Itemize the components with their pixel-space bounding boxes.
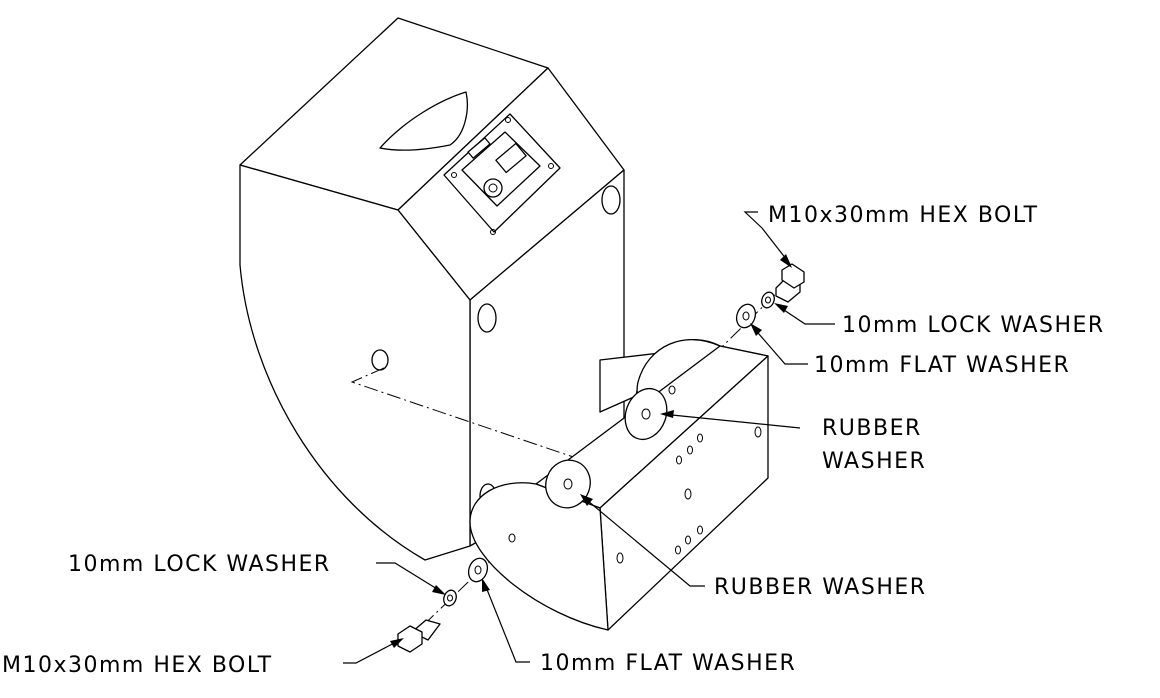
callout-top-lock-washer: 10mm LOCK WASHER [842, 313, 1105, 338]
arrowhead-icon [774, 303, 788, 313]
hex-bolt-bottom [397, 619, 441, 653]
lock-washer-top [761, 291, 775, 309]
rubber-washer-bottom [545, 459, 591, 509]
bracket-front-flange [469, 482, 609, 631]
bracket-holes [616, 426, 762, 564]
connector-panel [443, 113, 561, 235]
callout-top-hex-bolt: M10x30mm HEX BOLT [768, 203, 1039, 228]
arrowhead-icon [580, 494, 593, 506]
flat-washer-top [735, 303, 757, 329]
side-boss-upper [601, 185, 621, 215]
hex-bolt-top [775, 263, 805, 303]
cabinet-mount-hole [371, 349, 389, 371]
leader-lines [343, 211, 835, 664]
back-flange-hole [668, 385, 676, 395]
arrowhead-icon [660, 410, 674, 418]
arrowhead-icon [482, 578, 490, 592]
front-flange-hole [508, 533, 516, 543]
lock-washer-bottom [443, 589, 457, 607]
handle-recess [379, 91, 468, 151]
callout-bottom-hex-bolt: M10x30mm HEX BOLT [2, 653, 273, 678]
arrowhead-icon [432, 585, 446, 595]
callout-top-flat-washer: 10mm FLAT WASHER [814, 353, 1070, 378]
arrowhead-icon [390, 638, 404, 648]
cabinet-curved-face [239, 164, 471, 561]
arrowhead-icon [750, 323, 762, 336]
callout-bottom-flat-washer: 10mm FLAT WASHER [540, 651, 796, 676]
callout-rubber-washer-right-line1: RUBBER [822, 416, 922, 441]
side-boss-mid [477, 303, 497, 333]
callout-rubber-washer-right-line2: WASHER [822, 449, 926, 474]
callout-bottom-lock-washer: 10mm LOCK WASHER [68, 552, 331, 577]
flat-washer-bottom [467, 557, 489, 583]
rubber-washer-right [624, 387, 668, 441]
arrowhead-icon [780, 254, 792, 268]
alignment-line-left [350, 367, 595, 465]
callout-rubber-washer-bottom: RUBBER WASHER [714, 575, 927, 600]
